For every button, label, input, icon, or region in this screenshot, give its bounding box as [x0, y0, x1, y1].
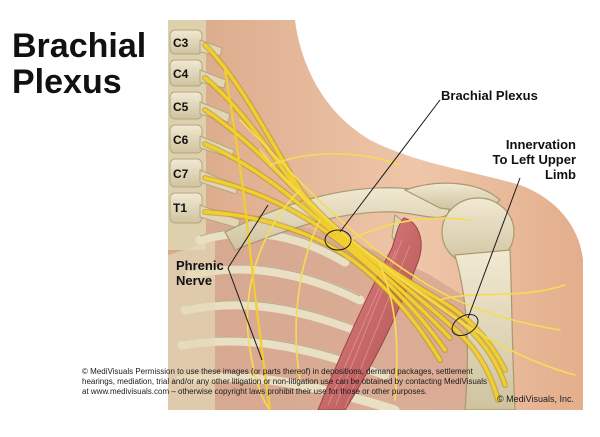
vertebra-label-c7: C7 [173, 167, 189, 181]
phrenic-nerve [223, 69, 272, 410]
vertebra-label-c4: C4 [173, 67, 189, 81]
nerve-bundle [202, 42, 576, 410]
title-line-2: Plexus [12, 63, 122, 101]
copyright-line-1: © MediVisuals Permission to use these im… [82, 367, 473, 376]
pectoralis-minor-muscle [317, 217, 422, 410]
brand-credit: © MediVisuals, Inc. [497, 394, 574, 404]
innervation-ring [451, 314, 479, 336]
callout-lines [227, 99, 521, 361]
copyright-line-3: at www.medivisuals.com – otherwise copyr… [82, 387, 428, 396]
callout-innervation: Innervation To Left Upper Limb [486, 137, 576, 182]
vertebra-label-c5: C5 [173, 100, 189, 114]
sternum [168, 240, 215, 410]
callout-innervation-line-2: To Left Upper [492, 152, 576, 167]
callout-innervation-line-1: Innervation [505, 137, 576, 152]
callout-phrenic-line-1: Phrenic [176, 258, 224, 273]
copyright-line-2: hearings, mediation, trial and/or any ot… [82, 377, 487, 386]
vertebra-label-c3: C3 [173, 36, 189, 50]
callout-innervation-line-3: Limb [544, 167, 576, 182]
page-title: Brachial Plexus [12, 28, 146, 100]
callout-brachial-plexus: Brachial Plexus [441, 88, 538, 103]
callout-phrenic-nerve: Phrenic Nerve [176, 258, 224, 288]
brachial-plexus-ring [324, 229, 352, 251]
title-line-1: Brachial [12, 27, 147, 65]
vertebra-label-c6: C6 [173, 133, 189, 147]
copyright-notice: © MediVisuals Permission to use these im… [82, 367, 562, 397]
callout-phrenic-line-2: Nerve [176, 273, 213, 288]
vertebra-label-t1: T1 [173, 201, 188, 215]
